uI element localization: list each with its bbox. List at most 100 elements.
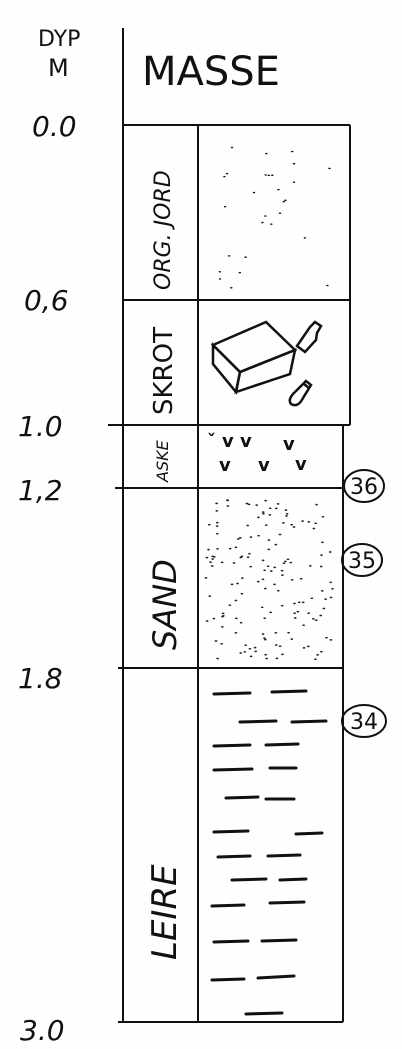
texture-dot: [270, 223, 273, 225]
texture-dot: [277, 590, 280, 592]
texture-dot: [240, 622, 243, 624]
texture-dot: [211, 565, 214, 567]
texture-dot: [321, 590, 324, 592]
texture-dot: [250, 656, 253, 658]
texture-dot: [257, 581, 260, 583]
texture-dot: [205, 577, 208, 579]
column-title: MASSE: [142, 49, 280, 95]
texture-dot: [262, 511, 265, 513]
layer-label-sand: SAND: [146, 559, 184, 650]
texture-dot: [303, 647, 306, 649]
texture-dot: [325, 637, 328, 639]
texture-dot: [322, 516, 325, 518]
texture-dot: [257, 535, 260, 537]
texture-dot: [263, 617, 266, 619]
texture-dot: [273, 584, 276, 586]
texture-dot: [276, 658, 279, 660]
texture-dot: [320, 651, 323, 653]
texture-dot: [320, 554, 323, 556]
texture-dot: [249, 566, 252, 568]
texture-dot: [253, 192, 256, 194]
texture-dot: [216, 533, 219, 535]
texture-dot: [275, 644, 278, 646]
texture-dot: [287, 558, 290, 560]
texture-dot: [312, 618, 315, 620]
texture-dot: [263, 637, 266, 639]
texture-dot: [243, 651, 246, 653]
texture-dot: [290, 638, 293, 640]
texture-dot: [320, 566, 323, 568]
texture-dot: [222, 615, 225, 617]
texture-dot: [293, 612, 296, 614]
texture-dot: [324, 598, 327, 600]
texture-dot: [297, 611, 300, 613]
svg-text:v: v: [283, 434, 295, 455]
texture-dot: [216, 658, 219, 660]
texture-dot: [268, 539, 271, 541]
depth-mark-4: 1.8: [18, 662, 63, 695]
texture-dot: [281, 605, 284, 607]
texture-dot: [316, 654, 319, 656]
texture-dot: [207, 549, 210, 551]
texture-dot: [302, 624, 305, 626]
texture-dot: [263, 569, 266, 571]
texture-dot: [235, 632, 238, 634]
texture-dot: [262, 513, 265, 515]
texture-dot: [255, 504, 258, 506]
texture-dot: [221, 562, 224, 564]
texture-dot: [267, 565, 270, 567]
texture-dot: [329, 581, 332, 583]
texture-dot: [208, 524, 211, 526]
svg-text:v: v: [219, 455, 231, 476]
texture-dot: [279, 534, 282, 536]
texture-dot: [281, 570, 284, 572]
depth-mark-0: 0.0: [32, 110, 77, 143]
texture-dot: [239, 272, 242, 274]
sand-pattern: [205, 499, 334, 660]
texture-dot: [314, 522, 317, 524]
texture-dot: [216, 522, 219, 524]
texture-dot: [313, 528, 316, 530]
texture-dot: [328, 168, 331, 170]
texture-dot: [294, 617, 297, 619]
depth-mark-2: 1.0: [18, 410, 63, 443]
texture-dot: [315, 619, 318, 621]
texture-dot: [302, 602, 305, 604]
texture-dot: [291, 151, 294, 153]
texture-dot: [315, 504, 318, 506]
texture-dot: [279, 212, 282, 214]
texture-dot: [222, 613, 225, 615]
texture-dot: [220, 643, 223, 645]
texture-dot: [291, 579, 294, 581]
texture-dot: [293, 603, 296, 605]
texture-dot: [307, 612, 310, 614]
texture-dot: [331, 588, 334, 590]
depth-mark-3: 1,2: [18, 474, 63, 507]
depth-mark-1: 0,6: [24, 284, 69, 317]
texture-dot: [265, 524, 268, 526]
texture-dot: [233, 562, 236, 564]
texture-dot: [239, 652, 242, 654]
depth-label: DYP: [38, 27, 80, 52]
texture-dot: [281, 574, 284, 576]
texture-dot: [269, 612, 272, 614]
texture-dot: [275, 508, 278, 510]
texture-dot: [229, 604, 232, 606]
texture-dot: [326, 285, 329, 287]
texture-dot: [206, 557, 209, 559]
texture-dot: [277, 189, 280, 191]
texture-dot: [208, 595, 211, 597]
texture-dot: [307, 521, 310, 523]
texture-dot: [293, 181, 296, 183]
texture-dot: [213, 618, 216, 620]
texture-dot: [269, 514, 272, 516]
svg-text:v: v: [240, 431, 252, 452]
texture-dot: [282, 201, 285, 203]
texture-dot: [215, 640, 218, 642]
texture-dot: [247, 556, 250, 558]
texture-dot: [264, 588, 267, 590]
texture-dot: [286, 513, 289, 515]
texture-dot: [216, 525, 219, 527]
texture-dot: [241, 556, 244, 558]
depth-unit: M: [48, 54, 69, 82]
